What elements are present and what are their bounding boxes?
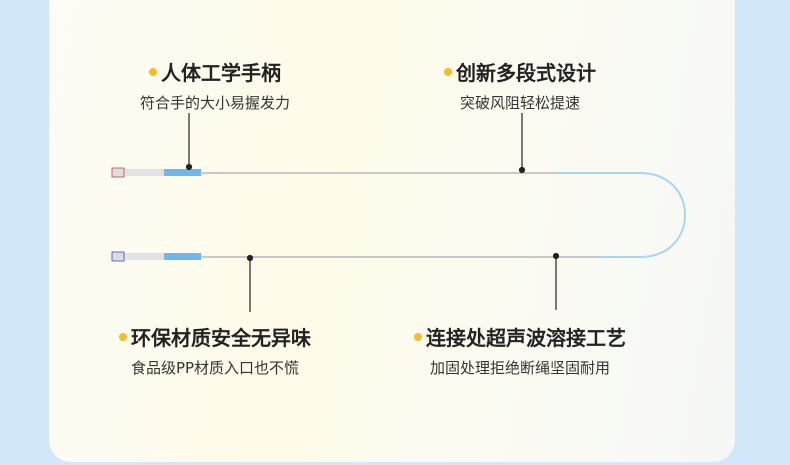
bullet-icon — [414, 332, 422, 341]
bullet-icon — [119, 332, 127, 341]
bullet-icon — [149, 67, 157, 76]
product-card — [49, 0, 735, 462]
feature-subtitle: 加固处理拒绝断绳坚固耐用 — [429, 359, 610, 377]
feature-subtitle: 突破风阻轻松提速 — [459, 94, 580, 112]
bottom-rod — [111, 251, 600, 262]
feature-title: 人体工学手柄 — [161, 61, 281, 85]
feature-subtitle: 食品级PP材质入口也不慌 — [130, 359, 300, 377]
feature-eco-material: 环保材质安全无异味 食品级PP材质入口也不慌 — [95, 322, 335, 378]
feature-title: 环保材质安全无异味 — [131, 326, 311, 350]
feature-title: 创新多段式设计 — [456, 61, 596, 85]
bullet-icon — [444, 67, 452, 76]
feature-title: 连接处超声波溶接工艺 — [426, 326, 626, 350]
curved-tip — [555, 172, 686, 258]
feature-subtitle: 符合手的大小易握发力 — [139, 94, 290, 112]
feature-multi-section: 创新多段式设计 突破风阻轻松提速 — [420, 57, 620, 113]
feature-ultrasonic-weld: 连接处超声波溶接工艺 加固处理拒绝断绳坚固耐用 — [385, 322, 655, 378]
callout-lines — [185, 113, 560, 312]
feature-ergonomic-handle: 人体工学手柄 符合手的大小易握发力 — [120, 57, 310, 113]
top-rod — [111, 167, 555, 178]
